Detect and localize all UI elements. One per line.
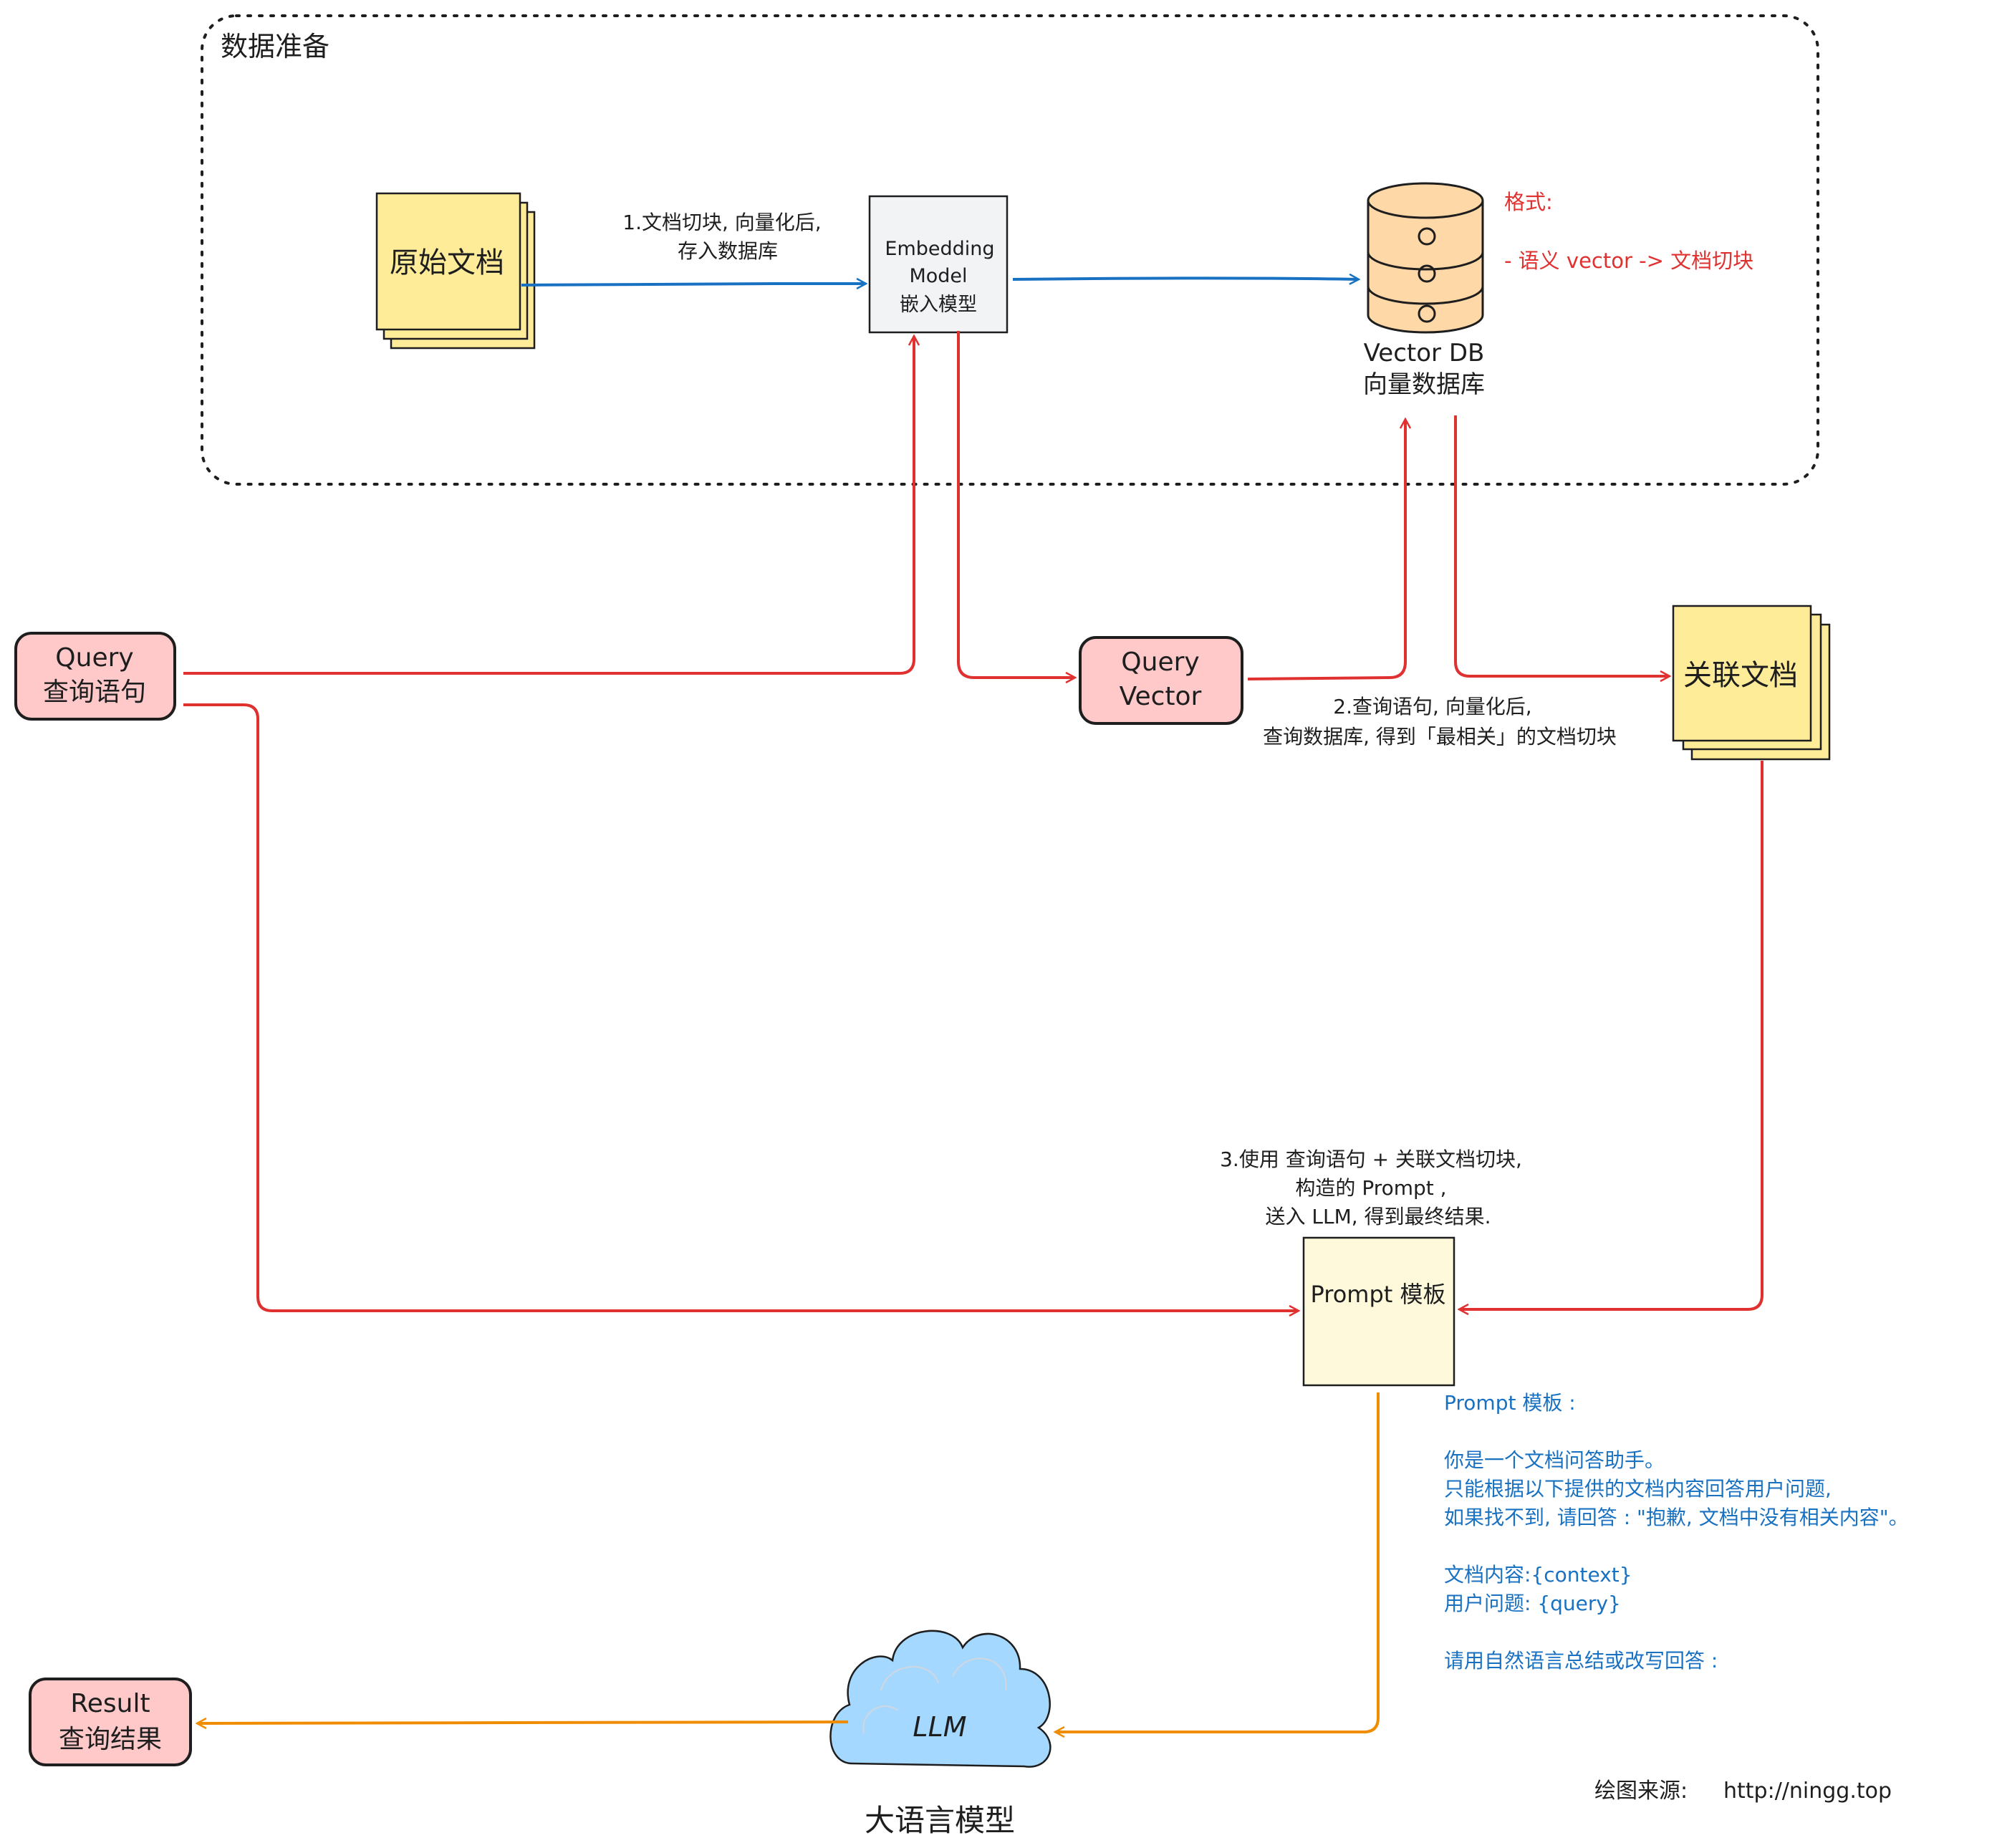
- step2-line1: 2.查询语句, 向量化后,: [1333, 695, 1531, 718]
- embedding-model-box: [868, 195, 1009, 334]
- query-vector-node[interactable]: Query Vector: [1079, 636, 1243, 725]
- vector-db-node[interactable]: Vector DB 向量数据库: [1363, 182, 1485, 399]
- related-document-node[interactable]: 关联文档: [1672, 605, 1831, 761]
- prompt-note-line4: 文档内容:{context}: [1444, 1563, 1632, 1587]
- db-format-title: 格式:: [1504, 190, 1553, 214]
- query-vector-line1: Query: [1121, 648, 1199, 677]
- embedding-model-line1: Embedding: [885, 238, 994, 260]
- result-line1: Result: [70, 1689, 150, 1718]
- llm-caption: 大语言模型: [865, 1803, 1015, 1838]
- data-prep-group: 数据准备: [201, 14, 1819, 486]
- db-format-item: - 语义 vector -> 文档切块: [1504, 249, 1753, 273]
- step1-annotation: 1.文档切块, 向量化后, 存入数据库: [622, 211, 821, 263]
- related-document-label: 关联文档: [1683, 659, 1798, 692]
- query-vector-box: [1079, 636, 1243, 725]
- prompt-template-node[interactable]: Prompt 模板: [1302, 1236, 1455, 1387]
- embedding-model-node[interactable]: Embedding Model 嵌入模型: [868, 195, 1009, 334]
- arrow-llm-to-result: [198, 1722, 849, 1723]
- raw-document-label: 原始文档: [390, 246, 504, 279]
- raw-document-node[interactable]: 原始文档: [375, 192, 536, 350]
- prompt-note-line1: 你是一个文档问答助手。: [1444, 1448, 1665, 1472]
- query-line1: Query: [55, 643, 133, 673]
- query-box: [14, 632, 176, 721]
- prompt-note-line5: 用户问题: {query}: [1444, 1592, 1621, 1615]
- embedding-model-line3: 嵌入模型: [900, 294, 977, 316]
- document-stack-icon: [1672, 605, 1831, 761]
- arrows: [183, 279, 1763, 1733]
- step3-line1: 3.使用 查询语句 + 关联文档切块,: [1220, 1147, 1522, 1171]
- arrow-query-to-embedding: [183, 337, 914, 675]
- prompt-note-title: Prompt 模板 :: [1444, 1391, 1576, 1415]
- vector-db-line2: 向量数据库: [1363, 370, 1485, 399]
- prompt-template-note: Prompt 模板 : 你是一个文档问答助手。 只能根据以下提供的文档内容回答用…: [1444, 1391, 1909, 1673]
- llm-node[interactable]: LLM 大语言模型: [829, 1630, 1052, 1838]
- step3-annotation: 3.使用 查询语句 + 关联文档切块, 构造的 Prompt , 送入 LLM,…: [1220, 1147, 1522, 1228]
- db-format-note: 格式: - 语义 vector -> 文档切块: [1504, 190, 1753, 273]
- embedding-model-line2: Model: [909, 265, 967, 287]
- prompt-note-line2: 只能根据以下提供的文档内容回答用户问题,: [1444, 1477, 1832, 1501]
- arrow-prompt-to-llm: [1056, 1392, 1380, 1732]
- step1-line2: 存入数据库: [678, 239, 778, 263]
- arrow-embedding-to-query-vector: [957, 331, 1074, 678]
- data-prep-title: 数据准备: [221, 31, 329, 62]
- query-node[interactable]: Query 查询语句: [14, 632, 176, 721]
- document-stack-icon: [375, 192, 536, 350]
- data-prep-boundary: [201, 14, 1819, 486]
- prompt-template-label: Prompt 模板: [1311, 1281, 1446, 1308]
- llm-label: LLM: [913, 1711, 966, 1743]
- arrow-query-vector-to-db: [1247, 420, 1405, 680]
- result-box: [29, 1678, 192, 1766]
- query-vector-line2: Vector: [1120, 682, 1202, 711]
- prompt-note-line3: 如果找不到, 请回答 : "抱歉, 文档中没有相关内容"。: [1444, 1506, 1909, 1529]
- source-credit: 绘图来源: http://ningg.top: [1594, 1779, 1892, 1804]
- query-line2: 查询语句: [43, 678, 146, 707]
- arrow-query-to-prompt: [183, 703, 1298, 1311]
- arrow-doc-to-embedding: [521, 284, 865, 285]
- prompt-template-box: [1302, 1236, 1455, 1387]
- arrow-related-doc-to-prompt: [1460, 761, 1763, 1309]
- step3-line3: 送入 LLM, 得到最终结果.: [1266, 1205, 1491, 1228]
- arrow-embedding-to-db: [1012, 279, 1358, 280]
- step2-line2: 查询数据库, 得到「最相关」的文档切块: [1263, 725, 1617, 749]
- vector-db-line1: Vector DB: [1364, 339, 1485, 367]
- prompt-note-line6: 请用自然语言总结或改写回答 :: [1444, 1649, 1718, 1673]
- database-cylinder-icon: [1367, 182, 1484, 334]
- arrow-db-to-related-doc: [1454, 415, 1669, 676]
- step1-line1: 1.文档切块, 向量化后,: [622, 211, 821, 234]
- result-line2: 查询结果: [59, 1725, 162, 1754]
- step3-line2: 构造的 Prompt ,: [1295, 1176, 1446, 1200]
- result-node[interactable]: Result 查询结果: [29, 1678, 192, 1766]
- source-label: 绘图来源:: [1594, 1779, 1688, 1804]
- source-url[interactable]: http://ningg.top: [1723, 1779, 1892, 1804]
- cloud-icon: [829, 1630, 1052, 1768]
- step2-annotation: 2.查询语句, 向量化后, 查询数据库, 得到「最相关」的文档切块: [1263, 695, 1617, 749]
